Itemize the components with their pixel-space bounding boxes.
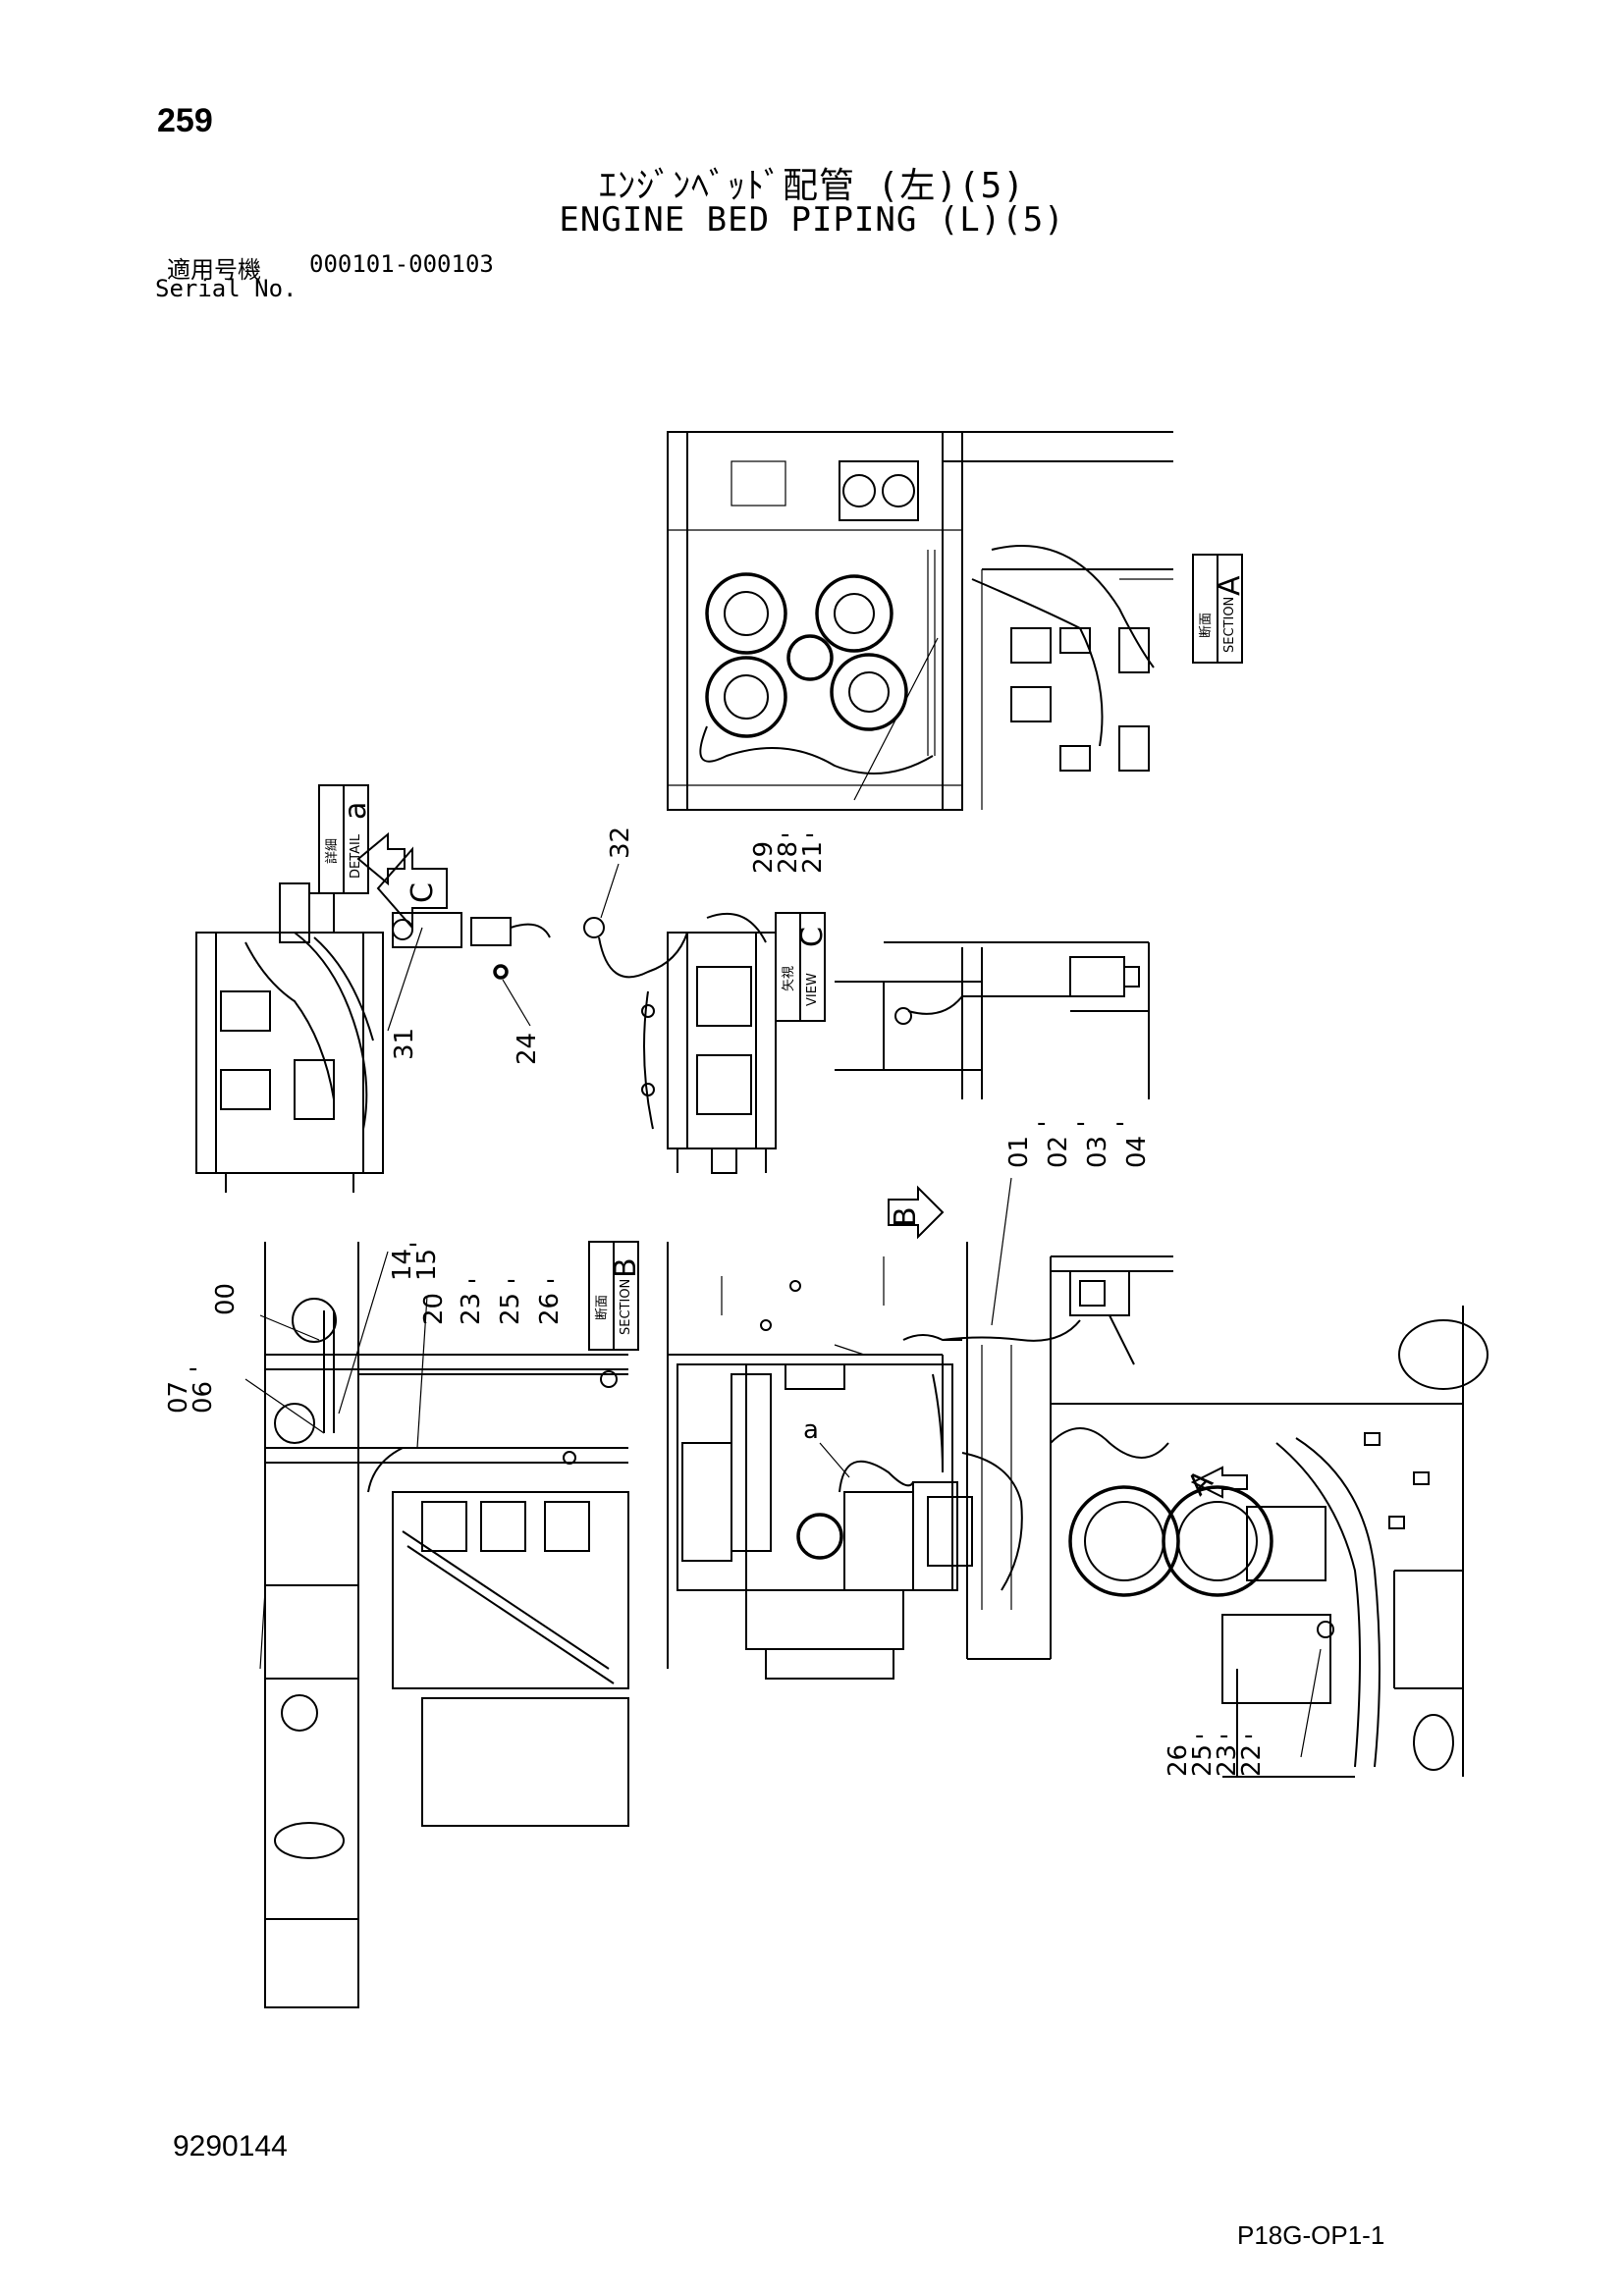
detail-a-pointer-leader (819, 1442, 850, 1478)
callout-14: 14 (388, 1249, 417, 1281)
part-number: 9290144 (173, 2130, 288, 2163)
section-b-en: SECTION (619, 1279, 633, 1335)
callout-15: 15 (412, 1249, 442, 1281)
callout-dash-10: - (1115, 1108, 1124, 1138)
callout-dash-1: - (781, 820, 789, 849)
callout-32: 32 (606, 827, 635, 859)
center-assembly-drawing (667, 1242, 1081, 1680)
callout-24: 24 (513, 1033, 542, 1065)
section-b-label-box: 断面 SECTION B (588, 1241, 643, 1351)
view-c-en: VIEW (805, 973, 820, 1006)
detail-a-en: DETAIL (349, 833, 363, 879)
callout-23b: 23 (1213, 1744, 1242, 1777)
detail-a-pointer-letter: a (803, 1415, 819, 1445)
callout-dash-2: - (805, 820, 814, 849)
serial-label-japanese: 適用号機 (167, 256, 261, 284)
callout-dash-4: - (408, 1229, 417, 1258)
callout-04: 04 (1122, 1136, 1152, 1168)
callout-20: 20 (419, 1293, 449, 1325)
view-c-arrow: C (356, 831, 448, 931)
callout-26: 26 (535, 1293, 565, 1325)
detail-a-drawing (195, 882, 551, 1193)
section-a-en: SECTION (1222, 597, 1237, 653)
section-b-jp: 断面 (595, 1295, 610, 1320)
arrow-c-letter: C (406, 882, 440, 903)
detail-a-jp: 詳細 (324, 838, 340, 864)
section-a-label-box: 断面 SECTION A (1192, 554, 1247, 664)
page-number: 259 (157, 102, 213, 139)
section-a-arrow: A (1181, 1464, 1248, 1503)
callout-dash-11: - (1195, 1721, 1204, 1750)
callout-25b: 25 (1188, 1744, 1218, 1777)
callout-22: 22 (1237, 1744, 1267, 1777)
section-b-letter: B (609, 1257, 643, 1278)
callout-23: 23 (457, 1293, 486, 1325)
detail-a-label-box: 詳細 DETAIL a (318, 784, 373, 894)
detail-a-letter: a (339, 802, 373, 820)
callout-dash-12: - (1219, 1721, 1228, 1750)
callout-dash-7: - (546, 1265, 555, 1295)
callout-dash-5: - (467, 1265, 476, 1295)
title-japanese: ｴﾝｼﾞﾝﾍﾞｯﾄﾞ配管 (左)(5) (598, 166, 1026, 206)
right-assembly-drawing (1050, 1255, 1489, 1778)
serial-label-english: Serial No. (155, 275, 298, 302)
callout-03: 03 (1083, 1136, 1112, 1168)
callout-dash-8: - (1037, 1108, 1046, 1138)
arrow-b-letter: B (889, 1206, 923, 1227)
leader-32 (600, 863, 620, 919)
callout-21: 21 (798, 841, 828, 874)
section-b-drawing (244, 1242, 629, 2008)
view-c-frame-detail (835, 941, 1150, 1099)
section-a-drawing (667, 431, 1173, 811)
view-c-drawing (583, 913, 777, 1174)
callout-dash-3: - (189, 1354, 197, 1383)
page-code: P18G-OP1-1 (1237, 2220, 1385, 2250)
callout-28: 28 (774, 841, 803, 874)
title-english: ENGINE BED PIPING (L)(5) (559, 200, 1065, 240)
section-a-letter: A (1213, 575, 1247, 596)
serial-range: 000101-000103 (309, 250, 494, 278)
callout-dash-13: - (1244, 1721, 1253, 1750)
view-c-jp: 矢視 (782, 966, 796, 991)
callout-dash-6: - (507, 1265, 515, 1295)
leader-01 (991, 1177, 1012, 1326)
callout-07: 07 (164, 1381, 193, 1414)
callout-dash-9: - (1076, 1108, 1085, 1138)
callout-06: 06 (189, 1381, 218, 1414)
section-a-jp: 断面 (1199, 613, 1214, 638)
callout-29: 29 (749, 841, 779, 874)
callout-02: 02 (1044, 1136, 1073, 1168)
view-c-label-box: 矢視 VIEW C (775, 912, 830, 1022)
view-c-letter: C (795, 927, 830, 947)
callout-26b: 26 (1164, 1744, 1193, 1777)
callout-00: 00 (211, 1283, 241, 1315)
view-b-arrow: B (888, 1185, 945, 1240)
callout-25: 25 (496, 1293, 525, 1325)
callout-31: 31 (390, 1028, 419, 1060)
callout-01: 01 (1004, 1136, 1034, 1168)
